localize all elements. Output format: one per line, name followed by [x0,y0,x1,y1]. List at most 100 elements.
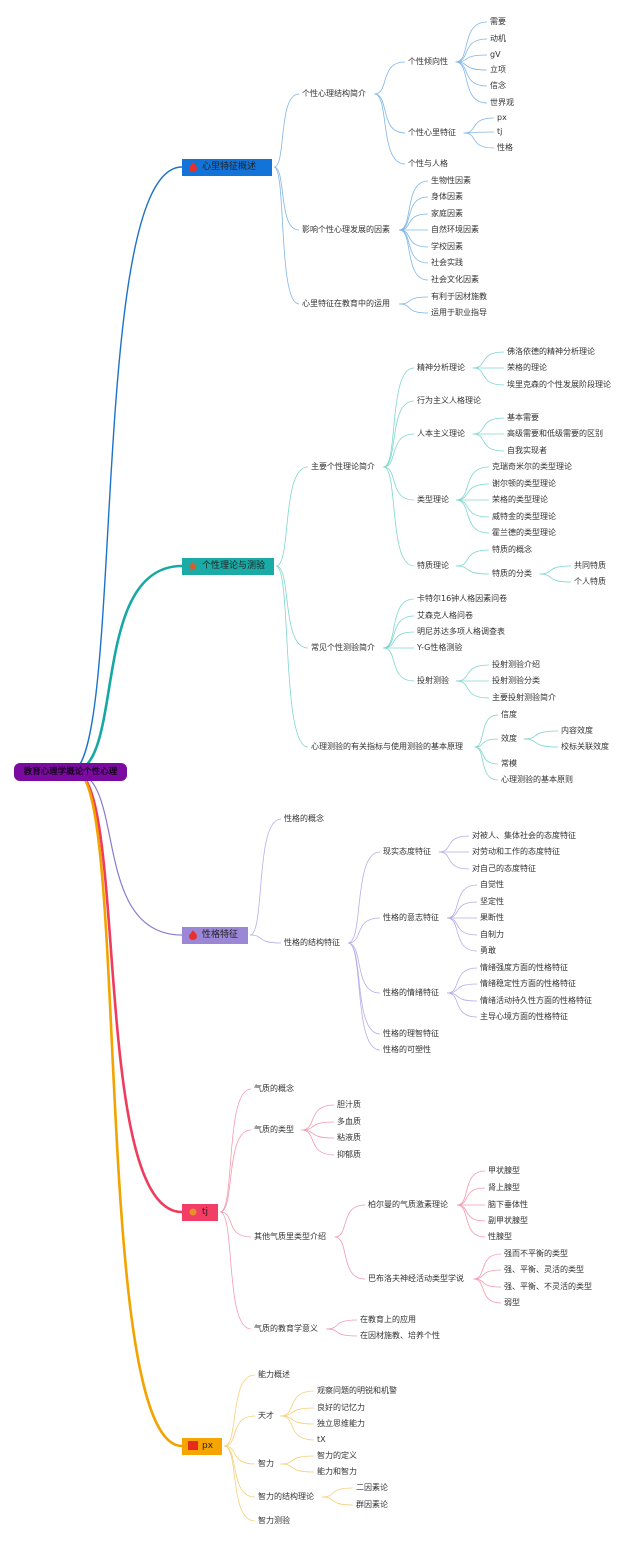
leaf-node[interactable]: 埃里克森的个性发展阶段理论 [507,380,611,389]
leaf-node[interactable]: 自然环境因素 [431,225,479,234]
topic-node[interactable]: 智力 [258,1459,274,1468]
leaf-node[interactable]: 独立思维能力 [317,1419,365,1428]
leaf-node[interactable]: 社会文化因素 [431,275,479,284]
topic-node[interactable]: 智力的结构理论 [258,1492,314,1501]
topic-node[interactable]: 个性心里特征 [408,128,456,137]
leaf-node[interactable]: 动机 [490,34,506,43]
leaf-node[interactable]: gV [490,50,501,59]
leaf-node[interactable]: 胆汁质 [337,1100,361,1109]
leaf-node[interactable]: 克瑞奇米尔的类型理论 [492,462,572,471]
leaf-node[interactable]: 主导心境方面的性格特征 [480,1012,568,1021]
leaf-node[interactable]: 有利于因材施教 [431,292,487,301]
leaf-node[interactable]: 学校因素 [431,242,463,251]
leaf-node[interactable]: 强而不平衡的类型 [504,1249,568,1258]
leaf-node[interactable]: 共同特质 [574,561,606,570]
leaf-node[interactable]: 粘液质 [337,1133,361,1142]
leaf-node[interactable]: 性格的理智特征 [383,1029,439,1038]
leaf-node[interactable]: 在因材施教、培养个性 [360,1331,440,1340]
leaf-node[interactable]: 特质的概念 [492,545,532,554]
leaf-node[interactable]: 强、平衡、灵活的类型 [504,1265,584,1274]
leaf-node[interactable]: 校标关联效度 [561,742,609,751]
leaf-node[interactable]: 运用于职业指导 [431,308,487,317]
leaf-node[interactable]: 生物性因素 [431,176,471,185]
leaf-node[interactable]: 荣格的类型理论 [492,495,548,504]
leaf-node[interactable]: Y-G性格测验 [417,643,463,652]
leaf-node[interactable]: 性格的概念 [284,814,324,823]
leaf-node[interactable]: tj [497,127,503,136]
topic-node[interactable]: 柏尔曼的气质激素理论 [368,1200,448,1209]
topic-node[interactable]: 影响个性心理发展的因素 [302,225,390,234]
leaf-node[interactable]: 需要 [490,17,506,26]
leaf-node[interactable]: 强、平衡、不灵活的类型 [504,1282,592,1291]
topic-node[interactable]: 其他气质里类型介绍 [254,1232,326,1241]
leaf-node[interactable]: 气质的概念 [254,1084,294,1093]
leaf-node[interactable]: 投射测验分类 [492,676,540,685]
topic-node[interactable]: 常见个性测验简介 [311,643,375,652]
topic-node[interactable]: 类型理论 [417,495,449,504]
topic-node[interactable]: 气质的教育学意义 [254,1324,318,1333]
branch-b5[interactable]: px [182,1437,222,1455]
leaf-node[interactable]: 弱型 [504,1298,520,1307]
leaf-node[interactable]: 基本需要 [507,413,539,422]
leaf-node[interactable]: 观察问题的明锐和机警 [317,1386,397,1395]
leaf-node[interactable]: 卡特尔16钟人格因素问卷 [417,594,508,603]
leaf-node[interactable]: 群因素论 [356,1500,388,1509]
leaf-node[interactable]: 甲状腺型 [488,1166,520,1175]
leaf-node[interactable]: tX [317,1435,326,1444]
leaf-node[interactable]: 个性与人格 [408,159,448,168]
leaf-node[interactable]: 投射测验介绍 [492,660,540,669]
leaf-node[interactable]: 高级需要和低级需要的区别 [507,429,603,438]
topic-node[interactable]: 巴布洛夫神经活动类型学说 [368,1274,464,1283]
leaf-node[interactable]: 立项 [490,65,506,74]
leaf-node[interactable]: 自我实现者 [507,446,547,455]
leaf-node[interactable]: 霍兰德的类型理论 [492,528,556,537]
topic-node[interactable]: 性格的结构特征 [284,938,340,947]
branch-b2[interactable]: 个性理论与测验 [182,557,274,575]
leaf-node[interactable]: 抑郁质 [337,1150,361,1159]
leaf-node[interactable]: 艾森克人格问卷 [417,611,473,620]
topic-node[interactable]: 投射测验 [417,676,449,685]
leaf-node[interactable]: 世界观 [490,98,514,107]
leaf-node[interactable]: 能力和智力 [317,1467,357,1476]
leaf-node[interactable]: 内容效度 [561,726,593,735]
topic-node[interactable]: 性格的情绪特征 [383,988,439,997]
leaf-node[interactable]: 能力概述 [258,1370,290,1379]
leaf-node[interactable]: 荣格的理论 [507,363,547,372]
leaf-node[interactable]: 自制力 [480,930,504,939]
leaf-node[interactable]: 对劳动和工作的态度特征 [472,847,560,856]
branch-b4[interactable]: tj [182,1203,218,1221]
leaf-node[interactable]: 多血质 [337,1117,361,1126]
branch-b1[interactable]: 心里特征概述 [182,158,272,176]
topic-node[interactable]: 气质的类型 [254,1125,294,1134]
root-node[interactable]: 教育心理学概论个性心理 [14,763,127,781]
leaf-node[interactable]: 副甲状腺型 [488,1216,528,1225]
topic-node[interactable]: 人本主义理论 [417,429,465,438]
leaf-node[interactable]: 性格的可塑性 [383,1045,431,1054]
leaf-node[interactable]: 果断性 [480,913,504,922]
leaf-node[interactable]: 威特金的类型理论 [492,512,556,521]
leaf-node[interactable]: 在教育上的应用 [360,1315,416,1324]
leaf-node[interactable]: 性格 [497,143,513,152]
leaf-node[interactable]: 行为主义人格理论 [417,396,481,405]
leaf-node[interactable]: 情绪稳定性方面的性格特征 [480,979,576,988]
topic-node[interactable]: 心里特征在教育中的运用 [302,299,390,308]
leaf-node[interactable]: 身体因素 [431,192,463,201]
leaf-node[interactable]: 社会实践 [431,258,463,267]
leaf-node[interactable]: 常模 [501,759,517,768]
topic-node[interactable]: 天才 [258,1411,274,1420]
topic-node[interactable]: 个性心理结构简介 [302,89,366,98]
topic-node[interactable]: 个性倾向性 [408,57,448,66]
leaf-node[interactable]: 信度 [501,710,517,719]
branch-b3[interactable]: 性格特征 [182,926,248,944]
leaf-node[interactable]: 主要投射测验简介 [492,693,556,702]
leaf-node[interactable]: 智力测验 [258,1516,290,1525]
leaf-node[interactable]: 情绪活动持久性方面的性格特征 [480,996,592,1005]
topic-node[interactable]: 主要个性理论简介 [311,462,375,471]
leaf-node[interactable]: 智力的定义 [317,1451,357,1460]
leaf-node[interactable]: 对被人、集体社会的态度特征 [472,831,576,840]
leaf-node[interactable]: 肾上腺型 [488,1183,520,1192]
leaf-node[interactable]: 脑下垂体性 [488,1200,528,1209]
leaf-node[interactable]: 心理测验的基本原则 [501,775,573,784]
leaf-node[interactable]: 佛洛依德的精神分析理论 [507,347,595,356]
topic-node[interactable]: 心理测验的有关指标与使用测验的基本原理 [311,742,463,751]
